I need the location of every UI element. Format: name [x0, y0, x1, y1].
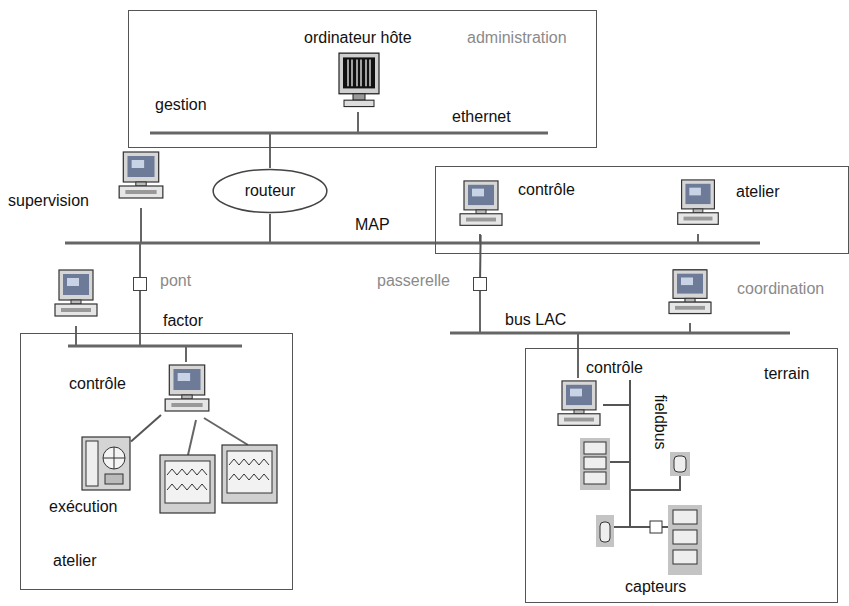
node-label: exécution — [49, 498, 118, 516]
drop-line — [697, 234, 699, 243]
node-label: contrôle — [518, 181, 575, 199]
workstation-icon — [55, 270, 97, 316]
computer-icon — [119, 152, 163, 198]
bridge-box: pont — [133, 277, 147, 291]
wire — [603, 404, 630, 406]
connector-line — [131, 415, 161, 441]
factor-bus — [68, 345, 242, 348]
node-label: routeur — [245, 182, 296, 200]
computer-icon — [558, 381, 600, 425]
dial — [103, 447, 125, 469]
dial-mark — [103, 447, 125, 469]
cabinet-drawer — [105, 474, 123, 484]
computer-icon — [165, 365, 209, 411]
fieldbus-lines — [603, 380, 700, 545]
fieldbus-line — [629, 380, 631, 527]
router-outline — [213, 169, 327, 212]
computer-icon — [339, 53, 379, 106]
drop-line — [689, 323, 691, 333]
drop-line — [185, 346, 187, 362]
sensor-group — [580, 438, 610, 490]
lac-bus — [450, 332, 790, 335]
label-holder: MAP — [355, 216, 390, 234]
drop-line — [479, 291, 481, 333]
field-region: terrain contrôle — [525, 348, 838, 603]
wire — [188, 420, 196, 455]
admin-region: administration ordinateur hôte — [128, 10, 597, 148]
node-label: ordinateur hôte — [304, 29, 412, 47]
computer-icon — [665, 268, 715, 323]
connector-line — [479, 235, 482, 277]
workstation-icon — [678, 180, 719, 224]
node-label: supervision — [8, 192, 89, 210]
control-computer: contrôle — [161, 363, 213, 421]
node-label: coordination — [737, 280, 824, 298]
computer-icon — [334, 51, 384, 113]
sensor — [596, 515, 614, 547]
bus-lines — [65, 133, 790, 346]
bus-name: MAP — [355, 216, 390, 234]
node-label: pont — [160, 272, 191, 290]
coordination-computer: coordination — [665, 268, 715, 323]
map-bus — [65, 242, 760, 245]
label-holder: gestion — [155, 96, 207, 114]
wire — [204, 418, 248, 445]
execution-device: exécution — [81, 436, 131, 491]
wire — [630, 475, 680, 490]
drop-line — [269, 214, 271, 243]
control-computer: contrôle — [554, 379, 604, 435]
recorder-device — [160, 455, 215, 513]
computer-icon — [115, 150, 167, 208]
sensor-group — [668, 505, 702, 575]
drop-line — [139, 291, 141, 346]
computer-icon — [554, 379, 604, 435]
ethernet-bus — [150, 132, 548, 135]
supervision-computer: supervision — [115, 150, 167, 208]
computer-icon — [161, 363, 213, 421]
wire — [608, 461, 630, 463]
bus-name: fieldbus — [651, 394, 669, 449]
drop-line — [269, 133, 271, 168]
computer-icon — [669, 270, 711, 314]
execution-icon — [81, 436, 131, 491]
workshop-region: atelier contrôle — [435, 166, 849, 254]
node-label: passerelle — [377, 272, 450, 290]
node-label: atelier — [736, 183, 780, 201]
drop-line — [577, 333, 579, 378]
label-holder: capteurs — [625, 578, 686, 596]
gateway-box: passerelle — [473, 277, 487, 291]
router-ellipse: routeur — [212, 168, 328, 214]
node-label: terrain — [764, 365, 809, 383]
node-label: administration — [467, 29, 567, 47]
computer-icon — [456, 179, 506, 235]
cabinet — [82, 437, 130, 490]
drop-line — [75, 326, 77, 346]
junction-box — [650, 521, 662, 533]
bus-name: factor — [163, 312, 203, 330]
host-computer: ordinateur hôte — [334, 51, 384, 113]
recorder-device — [222, 445, 277, 503]
group-name: capteurs — [625, 578, 686, 596]
label-holder: fieldbus — [651, 394, 669, 449]
sensor — [670, 452, 690, 476]
node-label: contrôle — [69, 375, 126, 393]
computer-icon — [460, 181, 502, 225]
drop-line — [139, 243, 141, 277]
control-computer: contrôle — [456, 179, 506, 235]
label-holder: ethernet — [452, 108, 511, 126]
cabinet-panel — [86, 441, 98, 486]
bus-name: gestion — [155, 96, 207, 114]
workshop-region: atelier contrôle exécution — [20, 333, 293, 590]
drop-lines — [76, 112, 698, 455]
bus-name: ethernet — [452, 108, 511, 126]
node-label: atelier — [53, 552, 97, 570]
label-holder: factor — [163, 312, 203, 330]
drop-line — [357, 112, 359, 133]
node-label: contrôle — [586, 359, 643, 377]
bus-name: bus LAC — [505, 311, 566, 329]
label-holder: bus LAC — [505, 311, 566, 329]
drop-line — [140, 208, 142, 243]
